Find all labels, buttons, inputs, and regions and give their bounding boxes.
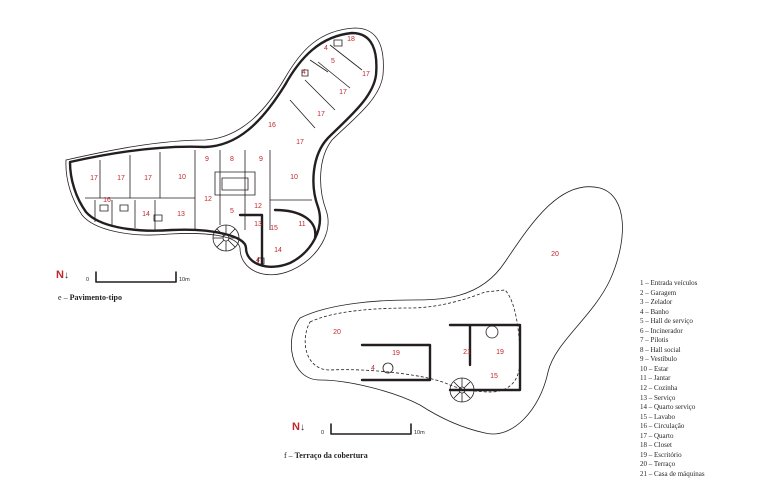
plan-f-scale-start: 0	[321, 430, 325, 436]
legend-item: 11 – Jantar	[640, 374, 671, 383]
room-label: 17	[339, 89, 347, 96]
legend-item: 13 – Serviço	[640, 393, 676, 402]
room-label: 5	[230, 208, 234, 215]
room-label: 13	[177, 211, 185, 218]
room-legend: 1 – Entrada veículos 2 – Garagem 3 – Zel…	[640, 279, 705, 479]
plan-f-caption: f – Terraço da cobertura	[284, 451, 368, 460]
legend-item: 7 – Pilotis	[640, 336, 669, 345]
arrow-down-icon: ↓	[63, 270, 69, 281]
plan-f-slab-outline	[291, 186, 623, 435]
room-label: 10	[178, 174, 186, 181]
room-label: 21	[463, 349, 471, 356]
plan-e-fixtures	[99, 39, 343, 265]
caption-letter: f	[284, 451, 287, 460]
arrow-down-icon: ↓	[299, 422, 305, 433]
legend-item: 19 – Escritório	[640, 450, 682, 459]
plan-e-scale-end: 10m	[179, 277, 190, 283]
plan-e-slab-outline	[65, 27, 384, 275]
plan-e-scale-bar	[95, 271, 177, 283]
legend-item: 4 – Banho	[640, 307, 669, 316]
plan-e-caption: e – Pavimento-tipo	[58, 293, 122, 302]
plan-e-spiral-stair	[212, 224, 240, 252]
legend-item: 15 – Lavabo	[640, 412, 675, 421]
room-label: 20	[333, 329, 341, 336]
room-label: 17	[144, 175, 152, 182]
plan-f-small-stair	[382, 325, 499, 374]
plan-f-north-arrow: N↓	[292, 421, 305, 433]
room-label: 14	[142, 211, 150, 218]
room-label: 14	[274, 247, 282, 254]
room-label: 9	[259, 156, 263, 163]
plan-f-scale-end: 10m	[414, 430, 425, 436]
room-label: 17	[296, 139, 304, 146]
legend-item: 2 – Garagem	[640, 288, 677, 297]
plan-f-scale-bar	[330, 423, 412, 435]
plan-f-spiral-stair	[449, 377, 475, 403]
legend-item: 1 – Entrada veículos	[640, 279, 698, 287]
caption-text: Terraço da cobertura	[294, 451, 368, 460]
room-label: 17	[90, 175, 98, 182]
legend-item: 5 – Hall de serviço	[640, 317, 693, 326]
plan-e-scale-start: 0	[86, 277, 90, 283]
room-label: 13	[254, 221, 262, 228]
room-label: 19	[392, 350, 400, 357]
legend-item: 12 – Cozinha	[640, 384, 678, 393]
room-label: 5	[331, 58, 335, 65]
room-label: 16	[103, 197, 111, 204]
room-label: 12	[254, 203, 262, 210]
plan-e-north-arrow: N↓	[56, 269, 69, 281]
plan-f-drawing: 20 20 19 21 19 4 15	[291, 186, 623, 435]
room-label: 11	[298, 221, 305, 228]
room-label: 20	[551, 251, 559, 258]
room-label: 4	[302, 69, 306, 76]
room-label: 9	[205, 156, 209, 163]
room-label: 15	[270, 225, 278, 232]
room-label: 19	[496, 349, 504, 356]
legend-item: 16 – Circulação	[640, 422, 685, 431]
north-label: N	[56, 269, 64, 281]
legend-item: 18 – Closet	[640, 441, 672, 450]
legend-item: 20 – Terraço	[640, 460, 676, 469]
room-label: 10	[290, 174, 298, 181]
plan-f-parapet	[304, 289, 521, 393]
room-label: 17	[362, 71, 370, 78]
room-label: 16	[268, 122, 276, 129]
legend-item: 17 – Quarto	[640, 431, 674, 440]
legend-item: 9 – Vestíbulo	[640, 355, 677, 364]
room-label: 17	[117, 175, 125, 182]
north-label: N	[292, 421, 300, 433]
plan-f-office-wall	[360, 323, 522, 392]
plan-e-partitions	[85, 44, 363, 230]
legend-item: 10 – Estar	[640, 364, 669, 373]
caption-text: Pavimento-tipo	[69, 293, 122, 302]
room-label: 18	[347, 36, 355, 43]
caption-letter: e	[58, 293, 62, 302]
plan-e-outer-wall	[68, 31, 378, 268]
room-label: 4	[371, 365, 375, 372]
legend-item: 14 – Quarto serviço	[640, 403, 696, 412]
room-label: 15	[490, 373, 498, 380]
legend-item: 8 – Hall social	[640, 345, 681, 354]
room-label: 8	[230, 156, 234, 163]
room-label: 12	[204, 196, 212, 203]
legend-item: 3 – Zelador	[640, 298, 673, 307]
room-label: 4	[256, 257, 260, 264]
legend-item: 6 – Incinerador	[640, 326, 683, 335]
room-label: 17	[317, 111, 325, 118]
plan-e-service-wall	[238, 208, 317, 267]
legend-item: 21 – Casa de máquinas	[640, 469, 705, 478]
plan-e-drawing: 17 17 17 10 16 14 13 12 5 9 8 9 10 12 13…	[65, 27, 384, 283]
room-label: 4	[324, 45, 328, 52]
